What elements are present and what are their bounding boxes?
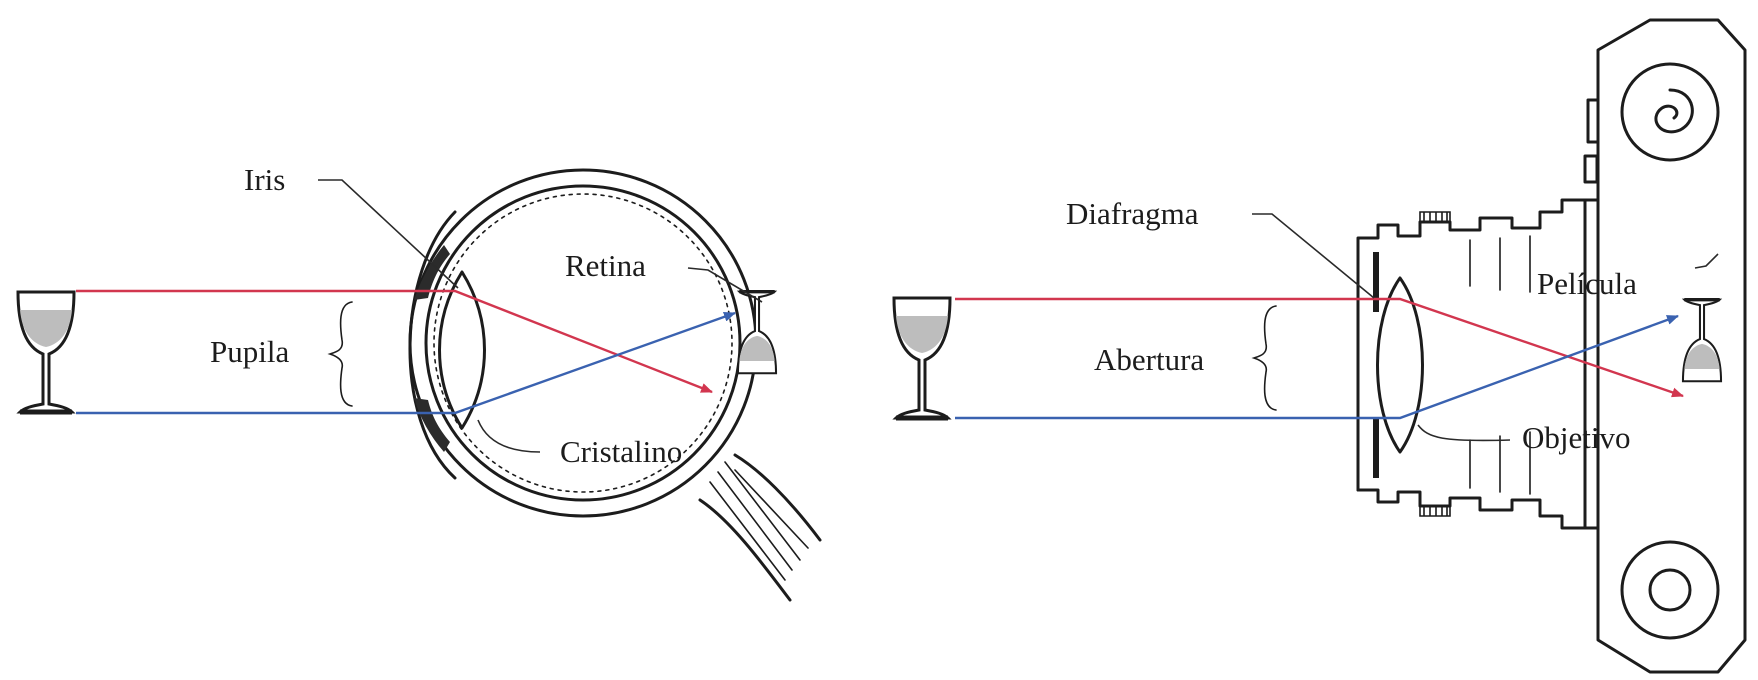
ray-top-red — [76, 291, 712, 392]
camera-diagram: Diafragma Película Abertura Objetivo — [894, 20, 1745, 672]
retina-label: Retina — [565, 248, 646, 283]
pupil-brace — [330, 302, 352, 406]
wine-glass-icon — [894, 298, 950, 418]
wine-glass-icon — [18, 292, 74, 412]
diaphragm-label: Diafragma — [1066, 196, 1199, 231]
inverted-wine-glass-icon — [1683, 300, 1721, 382]
objective-leader — [1418, 425, 1510, 440]
camera-body — [1585, 20, 1745, 672]
diaphragm-leader — [1252, 214, 1374, 298]
ray-bottom-blue — [955, 316, 1678, 418]
lens-barrel — [1358, 200, 1598, 528]
lens-leader — [478, 420, 540, 452]
film-label: Película — [1537, 266, 1637, 301]
ray-top-red — [955, 299, 1683, 396]
iris-lower — [414, 398, 450, 452]
objective-label: Objetivo — [1522, 420, 1631, 455]
optic-nerve — [700, 455, 820, 600]
lens-label: Cristalino — [560, 434, 682, 469]
film-leader — [1695, 254, 1718, 268]
aperture-brace — [1254, 306, 1276, 410]
eye-diagram: Iris Retina Pupila Cristalino — [18, 162, 820, 600]
pupil-label: Pupila — [210, 334, 289, 369]
iris-label: Iris — [244, 162, 285, 197]
inverted-wine-glass-icon — [738, 292, 776, 374]
aperture-label: Abertura — [1094, 342, 1204, 377]
